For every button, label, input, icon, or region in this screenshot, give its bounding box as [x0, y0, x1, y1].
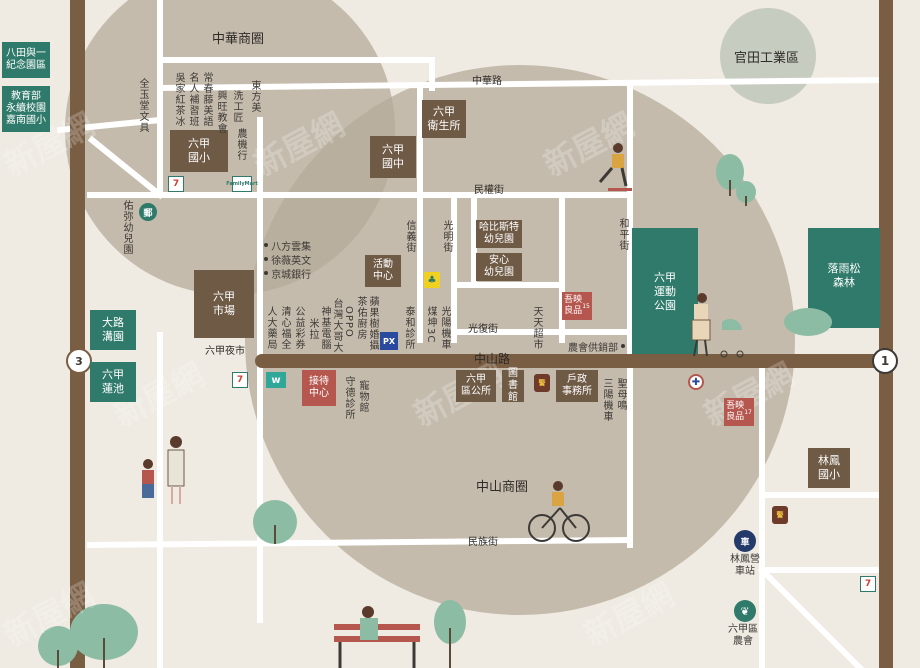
- zone-label-zhonghua: 中華商圈: [212, 32, 265, 47]
- shop-label-youzi: 佑弥幼兒園: [121, 200, 132, 255]
- road-label-night-market: 六甲夜市: [205, 346, 245, 357]
- shop-label-mila: 米拉: [307, 318, 318, 340]
- police-icon: 警: [534, 374, 550, 392]
- shop-label-qingxin: 清心福全: [279, 306, 290, 350]
- zone-circle-zhongshan: [245, 65, 795, 615]
- road-label-zhongshan: 中山路: [474, 352, 511, 366]
- liujia-lotus-label: 六甲 蓮池: [90, 362, 136, 402]
- dalu-garden-label: 大路 溝園: [90, 310, 136, 350]
- shop-label-taiwan-dage: 台灣大哥大: [331, 298, 342, 353]
- train-station-icon: 車: [734, 530, 756, 552]
- activity-center-label: 活動 中心: [365, 255, 401, 287]
- shop-label-mazu: 聖母鳴: [615, 378, 626, 411]
- library-label: 圖書 館: [502, 368, 524, 403]
- shop-label-xuankun: 煤坤3C: [425, 306, 436, 344]
- wuying-store-2-sub: 17: [744, 408, 752, 416]
- familymart-icon: FamilyMart: [226, 176, 258, 192]
- people-figures: [142, 143, 744, 668]
- shop-label-guangyang: 光陽機車: [439, 306, 450, 350]
- shop-label-shenji: 神基電腦: [319, 306, 330, 350]
- route1-shield: 1: [872, 348, 898, 374]
- road-label-minzu: 民族街: [468, 537, 498, 548]
- anxin-kindergarten-label: 安心 幼兒園: [476, 253, 522, 281]
- shop-label-mingren: 名人補習班: [187, 72, 198, 127]
- route3-shield: 3: [66, 348, 92, 374]
- liujia-market-label: 六甲 市場: [194, 270, 254, 338]
- watsons-icon: w: [266, 372, 286, 388]
- road-label-guangming: 光明街: [441, 220, 452, 253]
- wuying-store-1-name: 吾映 良品: [564, 295, 583, 316]
- zone-label-guantian: 官田工業區: [734, 51, 800, 66]
- shop-label-pingguo: 蘋果樹婚攝: [367, 296, 378, 351]
- shop-label-xigong: 洗工匠: [231, 90, 242, 123]
- shop-label-nongji: 農機行: [235, 128, 246, 161]
- liujia-elementary-label: 六甲 國小: [170, 130, 228, 172]
- wuying-store-1-sub: 15: [582, 302, 590, 310]
- road-label-guangfu: 光復街: [468, 324, 498, 335]
- shop-text-xuwei: 徐薇英文: [271, 256, 312, 267]
- shop-label-chongwu: 寵物館: [357, 380, 368, 413]
- household-office-label: 戶政 事務所: [556, 370, 598, 402]
- shop-label-jingcheng: 京城銀行: [264, 266, 311, 281]
- road-label-dongfang: 東方美: [249, 80, 260, 113]
- road-label-xinyi: 信義街: [404, 220, 415, 253]
- shop-label-bafang: 八方雲集: [264, 238, 311, 253]
- shop-label-xuwei: 徐薇英文: [264, 252, 311, 267]
- shop-text-farm-coop: 農會供銷部: [568, 343, 618, 354]
- liujia-farm-label: 六甲區 農會: [728, 624, 758, 647]
- shop-label-farm-coop: 農會供銷部: [568, 339, 626, 354]
- shop-label-tiantian: 天天超市: [531, 306, 542, 350]
- shop-label-renda: 人大藥局: [265, 306, 276, 350]
- seven-eleven-icon: 7: [232, 372, 248, 388]
- shop-label-changchun: 常春藤美語: [201, 72, 212, 127]
- shop-label-gongyi: 公益彩券: [293, 306, 304, 350]
- wuying-store-2-name: 吾映 良品: [726, 401, 745, 422]
- jiaoyubu-school-label: 教育部 永續校園 嘉南國小: [2, 86, 50, 132]
- route1-road: [879, 0, 893, 668]
- shop-label-shouzhi: 守德診所: [343, 376, 354, 420]
- shop-label-oppo: OPPO: [343, 306, 354, 338]
- shop-text-jingcheng: 京城銀行: [271, 270, 312, 281]
- sports-park-label: 六甲 運動 公園: [654, 271, 676, 312]
- sports-park-area: [632, 228, 698, 354]
- road-label-minquan: 民權街: [474, 185, 504, 196]
- shop-label-xingwang: 興旺教會: [215, 90, 226, 134]
- linfeng-elementary-label: 林鳳 國小: [808, 448, 850, 488]
- seven-eleven-icon: 7: [860, 576, 876, 592]
- route3-road: [70, 0, 85, 668]
- zone-label-zhongshan: 中山商圈: [476, 480, 529, 495]
- post-office-icon: 郵: [139, 203, 157, 221]
- health-center-label: 六甲 衛生所: [422, 100, 466, 138]
- shop-label-taihe: 泰和診所: [403, 306, 414, 350]
- pxmart-icon: PX: [380, 332, 398, 350]
- shop-label-sanyang: 三陽機車: [601, 378, 612, 422]
- bank-icon: ♣: [424, 272, 440, 288]
- road-label-zhonghua: 中華路: [472, 76, 502, 87]
- shop-label-chayou: 茶佑廚房: [355, 296, 366, 340]
- reception-center-label: 接待 中心: [302, 370, 336, 406]
- shop-label-jinyutang: 全玉堂文具: [137, 78, 148, 133]
- tree-trunks: [57, 180, 747, 668]
- liujia-junior-high-label: 六甲 國中: [370, 136, 416, 178]
- linfeng-station-label: 林鳳營 車站: [730, 554, 760, 577]
- habis-kindergarten-label: 哈比斯特 幼兒園: [476, 220, 522, 248]
- shop-text-bafang: 八方雲集: [271, 242, 312, 253]
- farmers-association-icon: ❦: [734, 600, 756, 622]
- bagua-memorial-label: 八田與一 紀念園區: [2, 42, 50, 78]
- seven-eleven-icon: 7: [168, 176, 184, 192]
- zhongshan-road: [255, 354, 885, 368]
- trees: [38, 154, 832, 666]
- hospital-icon: ✚: [688, 374, 704, 390]
- luoyusong-label: 落雨松 森林: [827, 262, 861, 289]
- shop-label-wujia: 吳家紅茶冰: [173, 72, 184, 127]
- road-label-heping: 和平街: [617, 218, 628, 251]
- district-office-label: 六甲 區公所: [456, 370, 496, 402]
- police-icon: 警: [772, 506, 788, 524]
